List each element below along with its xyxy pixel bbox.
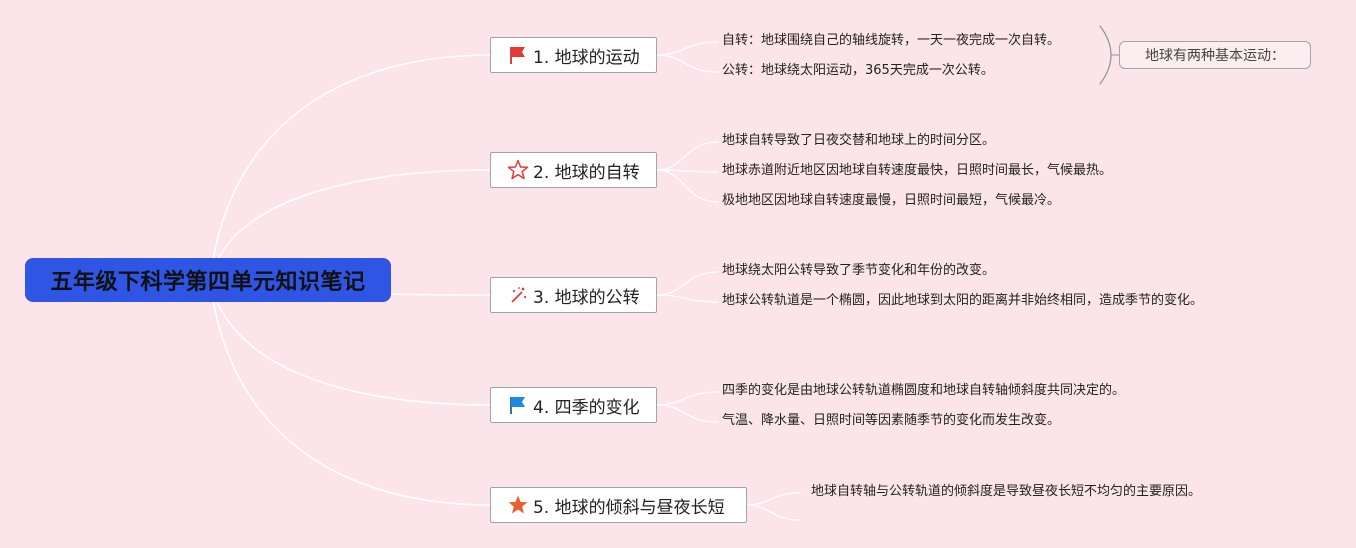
leaf-rotation-day-night: 地球自转导致了日夜交替和地球上的时间分区。 bbox=[722, 133, 996, 148]
branch-earth-tilt[interactable]: 5. 地球的倾斜与昼夜长短 bbox=[490, 487, 747, 523]
leaf-revolution-seasons: 地球绕太阳公转导致了季节变化和年份的改变。 bbox=[722, 263, 996, 278]
leaf-revolution-ellipse: 地球公转轨道是一个椭圆，因此地球到太阳的距离并非始终相同，造成季节的变化。 bbox=[722, 293, 1204, 308]
blue-flag-icon bbox=[507, 394, 529, 416]
red-flag-icon bbox=[507, 44, 529, 66]
branch-label: 1. 地球的运动 bbox=[533, 47, 640, 68]
root-topic-label: 五年级下科学第四单元知识笔记 bbox=[50, 270, 366, 295]
leaf-rotation: 自转：地球围绕自己的轴线旋转，一天一夜完成一次自转。 bbox=[722, 33, 1061, 48]
star-outline-icon bbox=[507, 159, 529, 181]
leaf-rotation-equator: 地球赤道附近地区因地球自转速度最快，日照时间最长，气候最热。 bbox=[722, 163, 1113, 178]
branch-earth-rotation[interactable]: 2. 地球的自转 bbox=[490, 152, 657, 188]
branch-four-seasons[interactable]: 4. 四季的变化 bbox=[490, 387, 657, 423]
summary-label: 地球有两种基本运动： bbox=[1145, 48, 1285, 64]
branch-label: 3. 地球的公转 bbox=[533, 287, 640, 308]
branch-earth-motion[interactable]: 1. 地球的运动 bbox=[490, 37, 657, 73]
branch-label: 4. 四季的变化 bbox=[533, 397, 640, 418]
branch-label: 2. 地球的自转 bbox=[533, 162, 640, 183]
leaf-revolution: 公转：地球绕太阳运动，365天完成一次公转。 bbox=[722, 63, 994, 78]
branch-earth-revolution[interactable]: 3. 地球的公转 bbox=[490, 277, 657, 313]
branch-label: 5. 地球的倾斜与昼夜长短 bbox=[533, 497, 725, 518]
leaf-seasons-climate: 气温、降水量、日照时间等因素随季节的变化而发生改变。 bbox=[722, 413, 1061, 428]
orange-star-icon bbox=[507, 494, 529, 516]
sparkle-wand-icon bbox=[507, 284, 529, 306]
leaf-tilt-day-length: 地球自转轴与公转轨道的倾斜度是导致昼夜长短不均匀的主要原因。 bbox=[811, 484, 1202, 499]
summary-topic[interactable]: 地球有两种基本运动： bbox=[1119, 41, 1311, 69]
leaf-seasons-cause: 四季的变化是由地球公转轨道椭圆度和地球自转轴倾斜度共同决定的。 bbox=[722, 383, 1126, 398]
leaf-rotation-polar: 极地地区因地球自转速度最慢，日照时间最短，气候最冷。 bbox=[722, 193, 1061, 208]
root-topic[interactable]: 五年级下科学第四单元知识笔记 bbox=[25, 258, 391, 302]
